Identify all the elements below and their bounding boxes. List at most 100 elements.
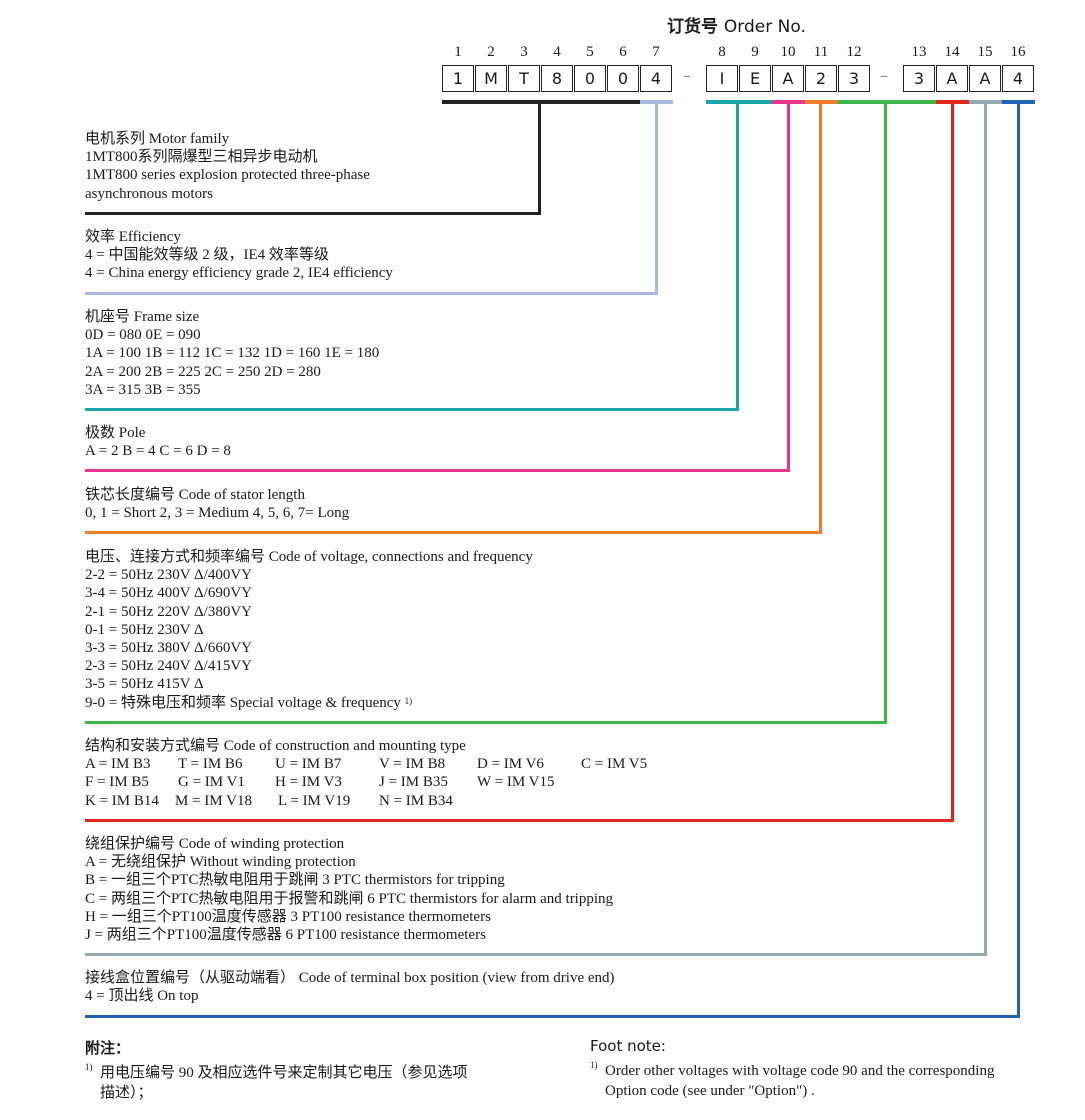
section-line: 2-3 = 50Hz 240V Δ/415VY	[85, 658, 252, 675]
footnote-heading-en: Foot note:	[590, 1037, 666, 1055]
segment-voltage	[838, 100, 903, 104]
footnote-line: 用电压编号 90 及相应选件号来定制其它电压（参见选项	[100, 1065, 468, 1081]
mounting-code: K = IM B14	[85, 792, 159, 809]
footnote-mark-cn: 1)	[85, 1062, 93, 1072]
section-line: 3-3 = 50Hz 380V Δ/660VY	[85, 640, 252, 657]
section-line: 4 = 中国能效等级 2 级，IE4 效率等级	[85, 247, 329, 264]
section-line: C = 两组三个PTC热敏电阻用于报警和跳闸 6 PTC thermistors…	[85, 890, 614, 907]
mounting-row: F = IM B5 G = IM V1 H = IM V3 J = IM B35…	[85, 773, 555, 791]
mounting-code: V = IM B8	[379, 756, 446, 773]
section-line: 4 = 顶出线 On top	[85, 988, 199, 1005]
section-line: 极数 Pole	[85, 425, 146, 441]
position-number: 3	[520, 44, 528, 60]
title-cn: 订货号	[667, 17, 718, 37]
mounting-code: N = IM B34	[379, 792, 453, 809]
section-line: 1A = 100 1B = 112 1C = 132 1D = 160 1E =…	[85, 345, 380, 362]
mounting-code: A = IM B3	[85, 756, 151, 773]
footnote-line: 描述）；	[100, 1085, 153, 1101]
section-line: 铁芯长度编号 Code of stator length	[85, 487, 305, 503]
connector-mounting	[951, 100, 954, 822]
position-number: 8	[718, 44, 726, 60]
section-line: 机座号 Frame size	[85, 309, 200, 325]
code-box: 2	[805, 65, 837, 92]
order-number-title: 订货号 Order No.	[667, 12, 806, 37]
position-number: 7	[652, 44, 660, 60]
section-line: A = 无绕组保护 Without winding protection	[85, 854, 356, 871]
position-number: 13	[911, 44, 927, 60]
mounting-code: G = IM V1	[178, 774, 245, 791]
footnote-heading-cn: 附注：	[85, 1039, 131, 1057]
section-line: J = 两组三个PT100温度传感器 6 PT100 resistance th…	[85, 927, 486, 944]
position-number: 2	[487, 44, 495, 60]
section-terminal-box: 接线盒位置编号（从驱动端看） Code of terminal box posi…	[85, 969, 615, 1005]
section-winding-protection: 绕组保护编号 Code of winding protection A = 无绕…	[85, 835, 613, 944]
code-box: M	[475, 65, 507, 92]
connector-efficiency	[655, 100, 658, 295]
code-box: 1	[442, 65, 474, 92]
section-line: 1MT800系列隔爆型三相异步电动机	[85, 149, 318, 166]
underline-motor-family	[85, 212, 541, 215]
mounting-row: A = IM B3 T = IM B6 U = IM B7 V = IM B8 …	[85, 755, 647, 773]
underline-voltage	[85, 721, 887, 724]
underline-efficiency	[85, 292, 658, 295]
section-motor-family: 电机系列 Motor family 1MT800系列隔爆型三相异步电动机 1MT…	[85, 130, 370, 203]
position-number: 14	[944, 44, 960, 60]
position-number: 12	[846, 44, 862, 60]
code-box: 3	[903, 65, 935, 92]
footnote-reference: 1)	[404, 695, 413, 706]
section-line: asynchronous motors	[85, 185, 213, 202]
footnote-text-cn: 用电压编号 90 及相应选件号来定制其它电压（参见选项 描述）；	[100, 1063, 468, 1103]
section-line: 0-1 = 50Hz 230V Δ	[85, 621, 204, 638]
mounting-code: L = IM V19	[278, 792, 351, 809]
code-box: I	[706, 65, 738, 92]
code-separator: –	[683, 66, 691, 85]
code-separator: –	[880, 66, 888, 85]
section-line: 3-5 = 50Hz 415V Δ	[85, 676, 204, 693]
section-line: 3-4 = 50Hz 400V Δ/690VY	[85, 585, 252, 602]
position-number: 10	[780, 44, 796, 60]
code-box: 0	[574, 65, 606, 92]
segment-frame	[706, 100, 772, 104]
section-stator-length: 铁芯长度编号 Code of stator length 0, 1 = Shor…	[85, 486, 349, 522]
section-line: 3A = 315 3B = 355	[85, 381, 201, 398]
section-line: B = 一组三个PTC热敏电阻用于跳闸 3 PTC thermistors fo…	[85, 872, 505, 889]
code-box: E	[739, 65, 771, 92]
underline-stator	[85, 531, 822, 534]
mounting-code: H = IM V3	[275, 774, 342, 791]
mounting-code: M = IM V18	[175, 792, 252, 809]
code-box: T	[508, 65, 540, 92]
section-line: 2A = 200 2B = 225 2C = 250 2D = 280	[85, 363, 321, 380]
section-line: 2-1 = 50Hz 220V Δ/380VY	[85, 603, 252, 620]
position-number: 1	[454, 44, 462, 60]
code-box: 0	[607, 65, 639, 92]
position-number: 6	[619, 44, 627, 60]
code-box: 4	[1002, 65, 1034, 92]
connector-stator	[819, 100, 822, 534]
underline-pole	[85, 469, 790, 472]
code-box: A	[936, 65, 968, 92]
section-line: 电压、连接方式和频率编号 Code of voltage, connection…	[85, 549, 533, 565]
title-en: Order No.	[723, 17, 806, 37]
footnote-line: Option code (see under "Option") .	[605, 1083, 815, 1099]
connector-motor-family	[538, 100, 541, 215]
section-line: 9-0 = 特殊电压和频率 Special voltage & frequenc…	[85, 694, 533, 712]
mounting-code: U = IM B7	[275, 756, 342, 773]
section-line: 2-2 = 50Hz 230V Δ/400VY	[85, 567, 252, 584]
segment-motor-family	[442, 100, 640, 104]
section-line: 效率 Efficiency	[85, 229, 181, 245]
section-frame-size: 机座号 Frame size 0D = 080 0E = 090 1A = 10…	[85, 308, 379, 399]
mounting-code: T = IM B6	[178, 756, 243, 773]
mounting-code: D = IM V6	[477, 756, 544, 773]
position-number: 4	[553, 44, 561, 60]
mounting-code: F = IM B5	[85, 774, 149, 791]
footnote-mark-en: 1)	[590, 1060, 598, 1070]
special-voltage-text: 9-0 = 特殊电压和频率 Special voltage & frequenc…	[85, 694, 405, 711]
position-number: 16	[1010, 44, 1026, 60]
section-line: 绕组保护编号 Code of winding protection	[85, 836, 345, 852]
code-box: 8	[541, 65, 573, 92]
mounting-code: W = IM V15	[477, 774, 555, 791]
mounting-code: C = IM V5	[581, 756, 648, 773]
mounting-code: J = IM B35	[379, 774, 448, 791]
mounting-row: K = IM B14 M = IM V18 L = IM V19 N = IM …	[85, 792, 466, 810]
connector-pole	[787, 100, 790, 472]
